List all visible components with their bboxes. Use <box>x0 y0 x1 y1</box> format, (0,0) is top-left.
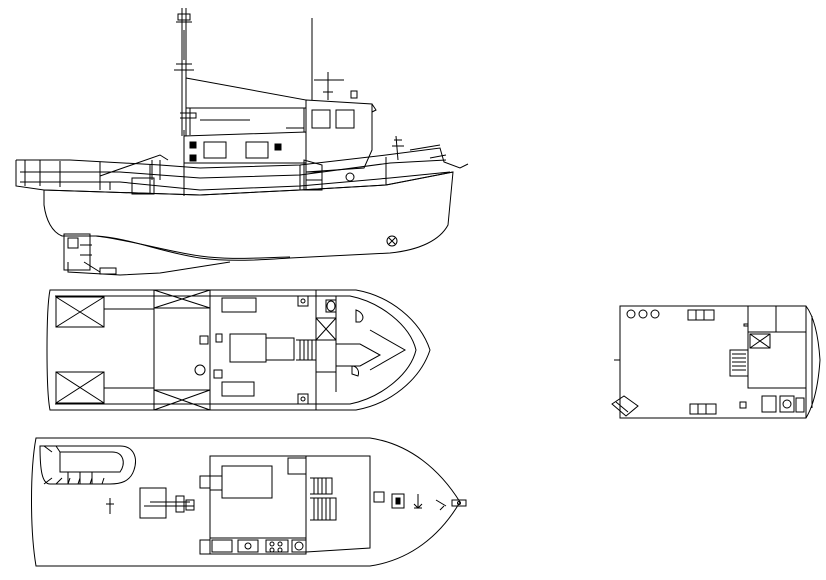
bow-fitting-icon <box>452 500 466 506</box>
lower-deck-plan-view <box>47 290 430 410</box>
wheelhouse-outline <box>620 306 820 418</box>
main-mast <box>174 8 196 136</box>
rudder <box>64 234 90 270</box>
hawse-icon <box>387 236 397 246</box>
main-deck-plan-view <box>32 438 467 566</box>
radar-mast <box>312 18 344 100</box>
wheelhouse-profile <box>306 100 372 172</box>
deckhouse <box>210 456 306 554</box>
side-profile-view <box>16 8 468 275</box>
wheelhouse-plan-view <box>612 306 820 418</box>
keel <box>68 262 230 275</box>
main-deck-outline <box>32 438 461 566</box>
life-raft-icon <box>40 446 135 484</box>
waterline <box>96 236 290 258</box>
hull <box>44 172 453 260</box>
lower-deck-outline <box>47 290 430 410</box>
